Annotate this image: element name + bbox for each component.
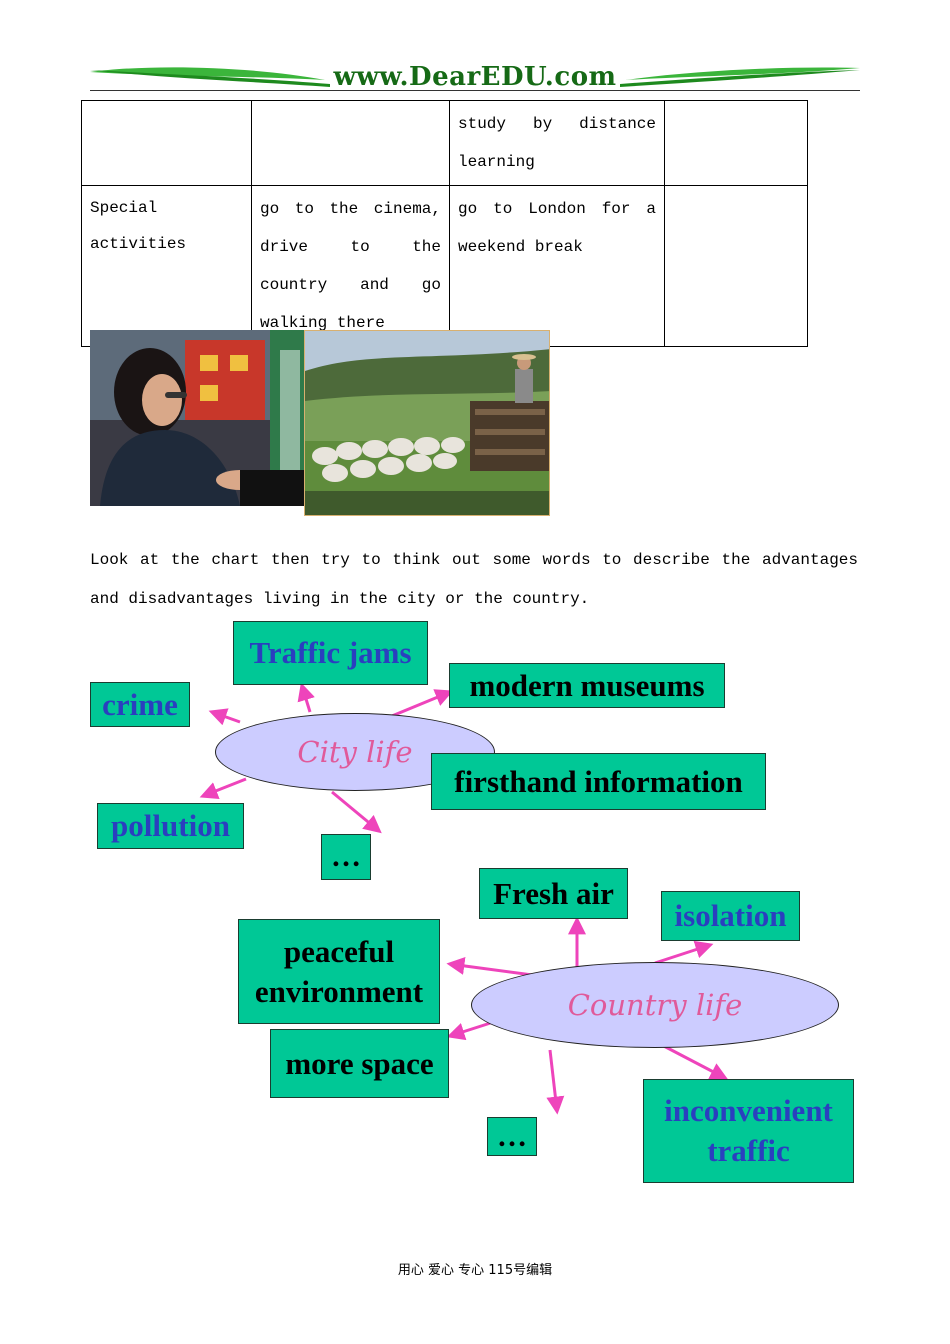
modern-museums-box: modern museums — [449, 663, 725, 708]
cell-text: Special activities — [90, 199, 187, 253]
country-more-box: … — [487, 1117, 537, 1156]
arrow-to-country-more — [546, 1049, 565, 1115]
arrow-to-pollution — [199, 777, 247, 800]
fresh-air-box: Fresh air — [479, 868, 628, 919]
arrow-to-traffic-jams — [297, 682, 315, 713]
site-logo-text: www.DearEDU.com — [333, 62, 617, 92]
activities-table: study by distance learning Special activ… — [81, 100, 808, 347]
arrow-to-inconvenient-traffic — [657, 1041, 729, 1080]
photo-woman-at-computer — [90, 330, 304, 506]
inconvenient-traffic-box: inconvenient traffic — [643, 1079, 854, 1183]
cell-text: go to London for a weekend break — [458, 200, 656, 256]
firsthand-information-label: firsthand information — [454, 763, 743, 799]
pollution-label: pollution — [111, 808, 230, 843]
peaceful-environment-label: peaceful environment — [254, 933, 424, 1009]
table-cell: go to London for a weekend break — [449, 185, 665, 347]
arrow-to-isolation — [654, 940, 714, 965]
photo-farmer-with-sheep — [304, 330, 550, 516]
arrow-to-city-more — [331, 790, 382, 834]
table-cell — [81, 100, 252, 186]
pollution-box: pollution — [97, 803, 244, 849]
country-more-label: … — [497, 1119, 527, 1153]
country-life-center: Country life — [471, 962, 839, 1048]
traffic-jams-box: Traffic jams — [233, 621, 428, 685]
country-life-label: Country life — [567, 988, 743, 1022]
cell-text: study by distance learning — [458, 115, 656, 171]
crime-box: crime — [90, 682, 190, 727]
table-cell: study by distance learning — [449, 100, 665, 186]
crime-label: crime — [102, 686, 178, 722]
header-divider — [90, 90, 860, 91]
instruction-text: Look at the chart then try to think out … — [90, 551, 858, 608]
header-swoosh-graphic — [90, 67, 860, 87]
cell-text: go to the cinema, drive to the country a… — [260, 200, 441, 332]
isolation-label: isolation — [674, 898, 787, 933]
traffic-jams-label: Traffic jams — [249, 635, 412, 670]
inconvenient-traffic-label: inconvenient traffic — [664, 1093, 833, 1168]
more-space-label: more space — [285, 1045, 434, 1081]
table-cell: go to the cinema, drive to the country a… — [251, 185, 450, 347]
table-row: Special activities go to the cinema, dri… — [81, 185, 808, 347]
fresh-air-label: Fresh air — [493, 875, 614, 911]
page-header: www.DearEDU.com — [90, 60, 860, 96]
table-cell — [664, 185, 808, 347]
firsthand-information-box: firsthand information — [431, 753, 766, 810]
city-life-label: City life — [297, 735, 413, 769]
city-more-label: … — [331, 840, 361, 873]
modern-museums-label: modern museums — [469, 667, 705, 703]
arrow-to-crime — [208, 708, 241, 726]
page-footer: 用心 爱心 专心 115号编辑 — [397, 1263, 553, 1278]
peaceful-environment-box: peaceful environment — [238, 919, 440, 1024]
city-more-box: … — [321, 834, 371, 880]
more-space-box: more space — [270, 1029, 449, 1098]
isolation-box: isolation — [661, 891, 800, 941]
